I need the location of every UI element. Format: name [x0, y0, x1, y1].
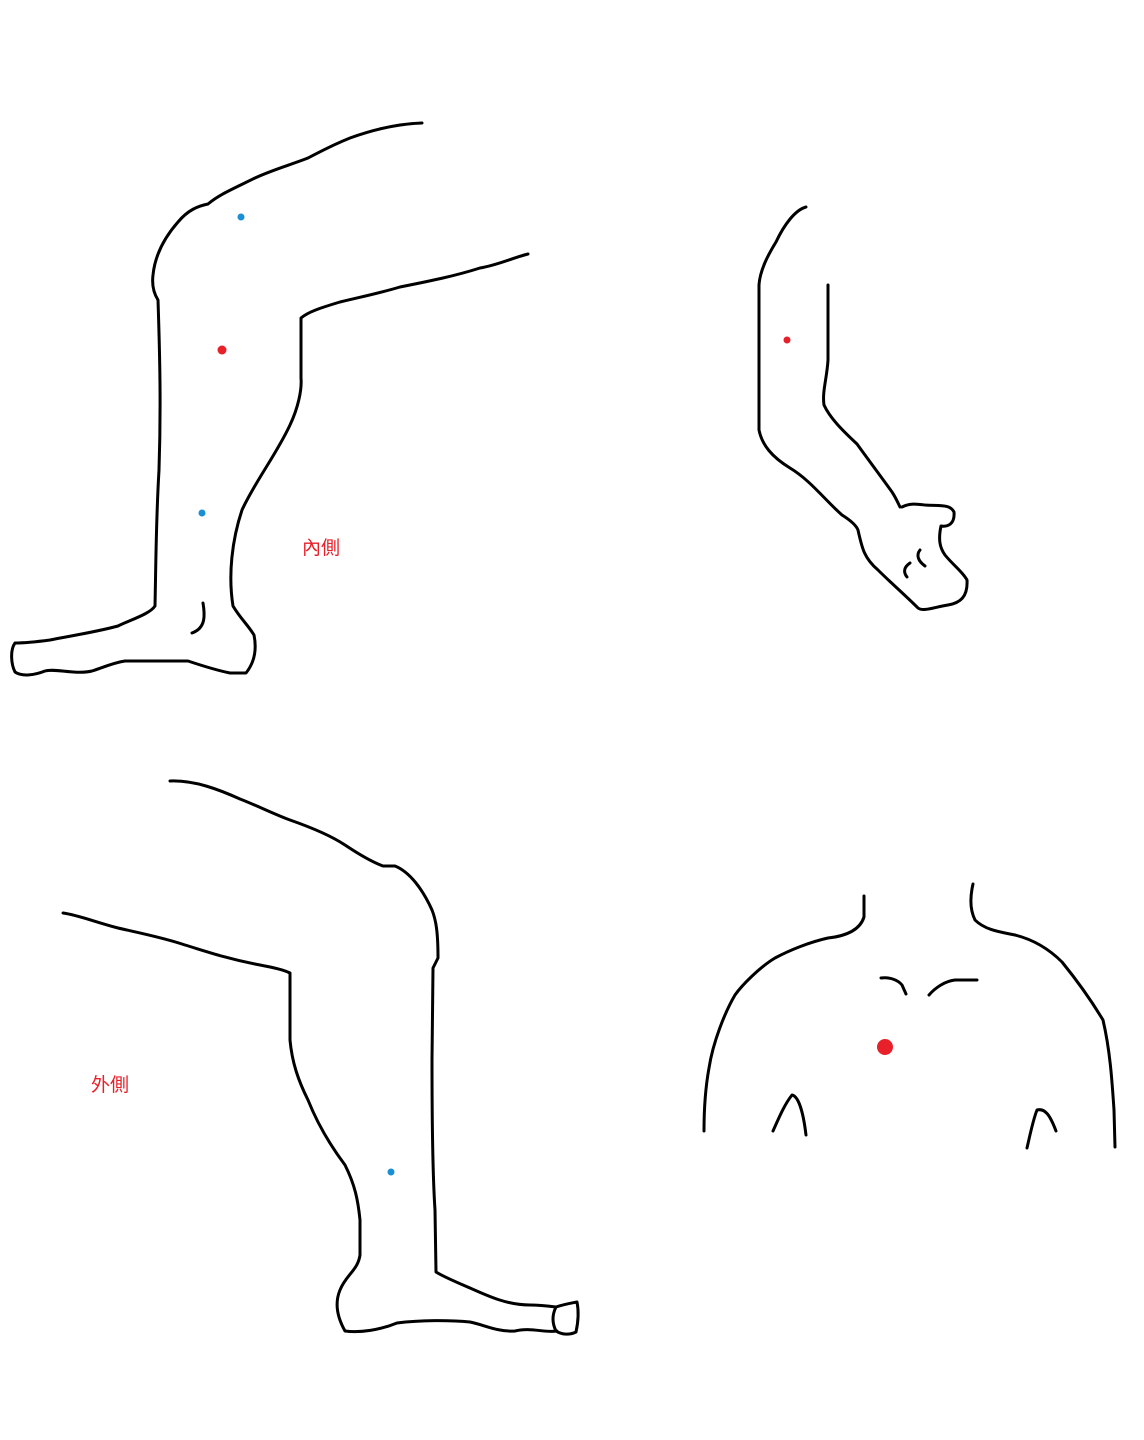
chest-red-marker — [877, 1039, 893, 1055]
arm-finger-crease-1 — [903, 561, 912, 579]
chest-left-shoulder-contour — [702, 894, 866, 1133]
arm-red-marker — [783, 336, 791, 344]
chest-left-clavicle — [879, 976, 908, 996]
inner-side-label: 內側 — [302, 537, 341, 559]
outer-leg-toe-contour — [551, 1300, 580, 1336]
outer-leg-figure — [61, 779, 580, 1336]
inner-leg-red-marker — [217, 345, 227, 355]
outer-leg-blue-marker — [387, 1168, 395, 1176]
outer-side-label: 外側 — [91, 1074, 130, 1096]
outer-leg-back-contour — [61, 911, 559, 1334]
arm-figure — [757, 205, 969, 611]
chest-right-armpit — [1025, 1108, 1058, 1150]
chest-figure — [702, 882, 1117, 1150]
outer-leg-front-contour — [168, 779, 558, 1309]
chest-left-armpit — [771, 1093, 808, 1137]
inner-leg-back-contour — [10, 121, 530, 677]
inner-leg-blue-marker-lower — [198, 509, 206, 517]
chest-right-clavicle — [927, 978, 979, 997]
chest-right-shoulder-contour — [969, 882, 1117, 1149]
arm-finger-crease-2 — [916, 548, 927, 568]
inner-leg-ankle-line — [190, 601, 206, 635]
arm-front-contour — [822, 283, 902, 509]
inner-leg-figure — [10, 121, 530, 677]
inner-leg-blue-marker-upper — [237, 213, 245, 221]
arm-back-contour — [757, 205, 969, 611]
